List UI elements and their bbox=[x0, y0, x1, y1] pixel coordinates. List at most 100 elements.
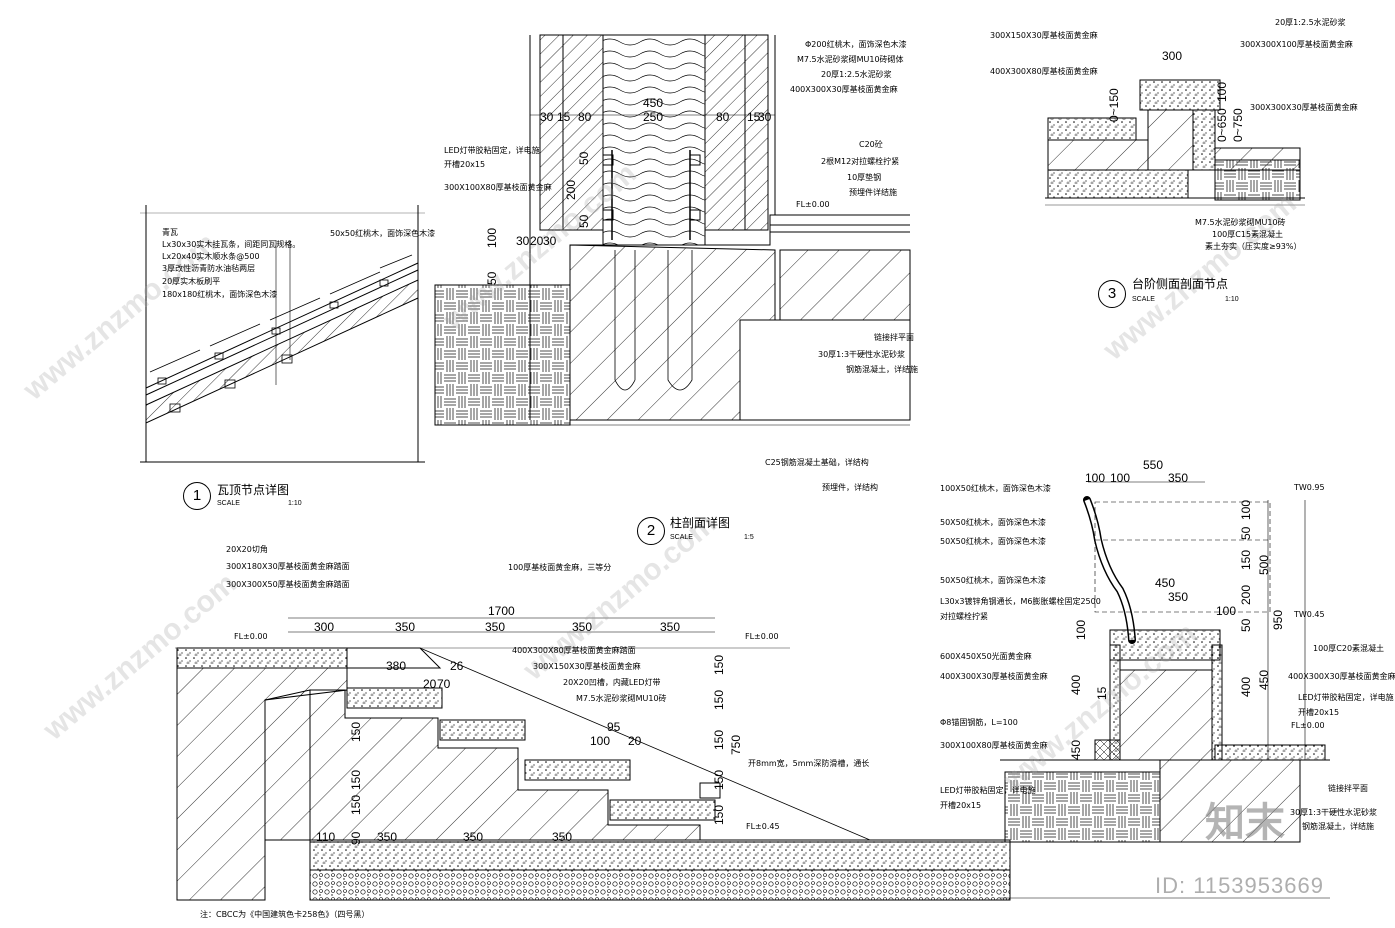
d4-dim: 90 bbox=[349, 831, 363, 845]
d5-dim: 450 bbox=[1257, 669, 1271, 690]
d5-dim: 200 bbox=[1239, 584, 1253, 605]
d4-dim: 300 bbox=[314, 620, 335, 634]
d1-note: 青瓦 bbox=[162, 228, 178, 237]
d3-note: 300X150X30厚基枝面黄金麻 bbox=[990, 31, 1098, 40]
d2-dim: 20 bbox=[530, 234, 544, 248]
d2-bottom-note: 钢筋混凝土，详结施 bbox=[846, 365, 918, 374]
d4-note: 300X300X50厚基枝面黄金麻踏面 bbox=[226, 580, 350, 589]
d4-dim: 150 bbox=[349, 769, 363, 790]
d5-note: 300X100X80厚基枝面黄金麻 bbox=[940, 741, 1048, 750]
detail3-scale-label: SCALE bbox=[1132, 296, 1155, 303]
d1-note: 180x180红桃木，面饰深色木漆 bbox=[162, 290, 278, 299]
d5-dim: 500 bbox=[1257, 554, 1271, 575]
detail2-column-drawing bbox=[434, 34, 911, 426]
d2-bottom-note: 链接拌平面 bbox=[874, 333, 914, 342]
d4-note: 20X20凹槽，内藏LED灯带 bbox=[563, 678, 661, 687]
d3-note: 300X300X30厚基枝面黄金麻 bbox=[1250, 103, 1358, 112]
d5-dim: 50 bbox=[1239, 526, 1253, 540]
d4-fl: FL±0.00 bbox=[745, 632, 779, 641]
d5-dim: 400 bbox=[1239, 676, 1253, 697]
d2-right-note: Φ200红桃木，面饰深色木漆 bbox=[805, 40, 907, 49]
detail3-title: 台阶侧面剖面节点 bbox=[1132, 277, 1229, 291]
d4-note: 400X300X80厚基枝面黄金麻踏面 bbox=[512, 646, 636, 655]
d4-dim: 150 bbox=[712, 729, 726, 750]
d1-purlin-note: 50x50红桃木，面饰深色木漆 bbox=[330, 229, 436, 238]
detail1-scale: 1:10 bbox=[288, 500, 302, 507]
d5-dim: 100 bbox=[1074, 619, 1088, 640]
d1-note: Lx30x30实木挂瓦条，间距同瓦规格。 bbox=[162, 240, 301, 249]
d3-note: 400X300X80厚基枝面黄金麻 bbox=[990, 67, 1098, 76]
d3-dim: 100 bbox=[1215, 81, 1229, 102]
d5-elev: TW0.45 bbox=[1294, 610, 1325, 619]
d2-dim: 15 bbox=[557, 110, 571, 124]
d4-dim: 350 bbox=[485, 620, 506, 634]
d2-dim: 30 bbox=[540, 110, 554, 124]
d5-dim: 400 bbox=[1069, 674, 1083, 695]
d2-right-note: M7.5水泥砂浆砌MU10砖砌体 bbox=[797, 55, 904, 64]
d4-dim: 150 bbox=[712, 654, 726, 675]
d5-elev: TW0.95 bbox=[1294, 483, 1325, 492]
d2-dim: 80 bbox=[578, 110, 592, 124]
d4-dim: 150 bbox=[349, 721, 363, 742]
d5-dim: 350 bbox=[1168, 471, 1189, 485]
d2-dim: 80 bbox=[716, 110, 730, 124]
d4-dim: 150 bbox=[349, 794, 363, 815]
d4-dim: 1700 bbox=[488, 604, 515, 618]
d4-footnote: 注：CBCC为《中国建筑色卡258色》（四号黑） bbox=[200, 910, 370, 919]
d2-dim: 100 bbox=[485, 227, 499, 248]
d5-dim: 450 bbox=[1155, 576, 1176, 590]
d5-note: 对拉螺栓拧紧 bbox=[940, 612, 988, 621]
d5-note: LED灯带胶粘固定，详电施 bbox=[1298, 693, 1394, 702]
d2-dim: 30 bbox=[543, 234, 557, 248]
d3-dim: 300 bbox=[1162, 49, 1183, 63]
d5-note: 30厚1:3干硬性水泥砂浆 bbox=[1290, 808, 1378, 817]
d5-dim: 550 bbox=[1143, 458, 1164, 472]
d4-dim: 150 bbox=[712, 689, 726, 710]
d4-dim: 750 bbox=[729, 734, 743, 755]
detail2-scale-label: SCALE bbox=[670, 534, 693, 541]
d4-note: 20X20切角 bbox=[226, 545, 268, 554]
d4-fl: FL±0.45 bbox=[746, 822, 780, 831]
d4-dim: 350 bbox=[395, 620, 416, 634]
d5-dim: 450 bbox=[1069, 739, 1083, 760]
d5-note: L30x3镀锌角钢通长，M6膨胀螺栓固定2500 bbox=[940, 597, 1101, 606]
d2-dim: 30 bbox=[516, 234, 530, 248]
watermark-id: ID: 1153953669 bbox=[1155, 873, 1324, 898]
d5-dim: 150 bbox=[1239, 549, 1253, 570]
d4-note: 300X150X30厚基枝面黄金麻 bbox=[533, 662, 641, 671]
d5-note: 链接拌平面 bbox=[1328, 784, 1368, 793]
d5-note: 400X300X30厚基枝面黄金麻 bbox=[940, 672, 1048, 681]
detail2-number: 2 bbox=[637, 517, 665, 545]
d2-dim: 250 bbox=[643, 110, 664, 124]
d2-dim: 50 bbox=[577, 214, 591, 228]
d2-dim: 450 bbox=[643, 96, 664, 110]
detail2-title: 柱剖面详图 bbox=[670, 516, 731, 530]
d4-dim: 150 bbox=[712, 769, 726, 790]
watermark-brand: 知末 bbox=[1205, 800, 1285, 846]
d3-note: 素土夯实（压实度≥93%） bbox=[1205, 242, 1302, 251]
d2-right-note: 2根M12对拉螺栓拧紧 bbox=[821, 157, 900, 166]
d3-dim: 0~150 bbox=[1107, 88, 1121, 122]
detail1-roof-drawing bbox=[140, 205, 425, 463]
d3-note: M7.5水泥砂浆砌MU10砖 bbox=[1195, 218, 1286, 227]
d2-right-note: 预埋件详结施 bbox=[849, 188, 897, 197]
d5-dim: 15 bbox=[1095, 686, 1109, 700]
d2-right-note: 10厚垫钢 bbox=[847, 173, 882, 182]
detail1-number: 1 bbox=[183, 482, 211, 510]
d3-note: 20厚1:2.5水泥砂浆 bbox=[1275, 18, 1346, 27]
d5-dim: 100 bbox=[1110, 471, 1131, 485]
d5-note: 钢筋混凝土，详结施 bbox=[1302, 822, 1374, 831]
d4-dim: 380 bbox=[386, 659, 407, 673]
d2-dim: 15 bbox=[747, 110, 761, 124]
d3-note: 300X300X100厚基枝面黄金麻 bbox=[1240, 40, 1353, 49]
d2-right-note: 20厚1:2.5水泥砂浆 bbox=[821, 70, 892, 79]
d2-bottom-note: 预埋件，详结构 bbox=[822, 483, 878, 492]
d1-note: Lx20x40实木顺水条@500 bbox=[162, 252, 260, 261]
d4-dim: 350 bbox=[377, 830, 398, 844]
d4-dim: 70 bbox=[437, 677, 451, 691]
d5-dim: 50 bbox=[1239, 618, 1253, 632]
d5-note: 50X50红桃木，面饰深色木漆 bbox=[940, 518, 1046, 527]
d2-right-note: C20砼 bbox=[859, 140, 883, 149]
d1-note: 20厚实木板刷平 bbox=[162, 277, 221, 286]
